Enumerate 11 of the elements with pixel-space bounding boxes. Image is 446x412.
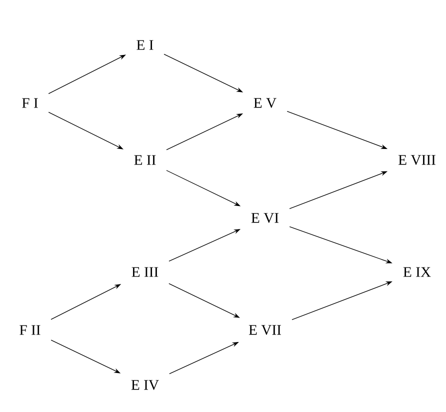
node-label: E II <box>134 155 156 165</box>
node-label: F I <box>22 98 38 108</box>
node-label: E VIII <box>398 155 436 165</box>
node-label: E V <box>254 98 276 108</box>
node-label: E VI <box>251 213 279 223</box>
node-label: E I <box>136 40 154 50</box>
node-label: E IX <box>403 267 431 277</box>
node-label: E III <box>132 267 158 277</box>
node-label: E VII <box>248 325 281 335</box>
node-label: E IV <box>131 380 159 390</box>
node-label: F II <box>20 325 40 335</box>
